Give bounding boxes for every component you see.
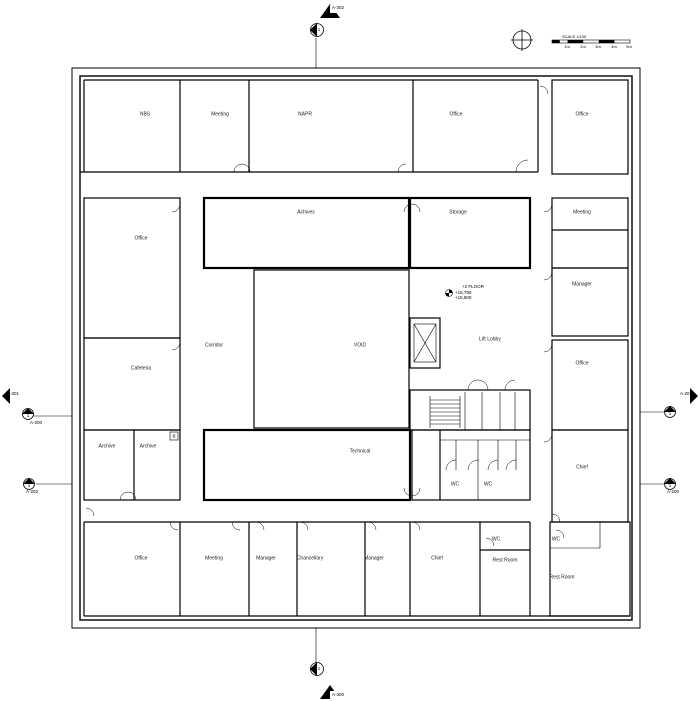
room-label-manager-bottom-2: Manager xyxy=(364,555,384,561)
section-marker-left-upper: A-301 1 A-200 xyxy=(2,388,72,425)
section-right-upper-number: 1 xyxy=(669,411,672,416)
room-label-nbs: NBS xyxy=(140,111,151,117)
building-outline-outer xyxy=(71,67,641,629)
room-label-office-right: Office xyxy=(576,360,589,366)
room-label-wc-right: WC xyxy=(552,536,561,542)
toilet-block xyxy=(439,430,530,500)
room-label-wc-rest: WC xyxy=(492,536,501,542)
scale-title: SCALE 1/100 xyxy=(562,34,587,39)
section-marker-bottom: 1 A-300 xyxy=(310,628,344,699)
room-label-chancellery: Chancellary xyxy=(297,555,324,561)
room-label-wc-2: WC xyxy=(484,481,493,487)
scale-tick-3: 3m xyxy=(595,44,601,49)
scale-tick-2: 2m xyxy=(580,44,586,49)
scale-bar: SCALE 1/100 1m 2m 3m 4m 5m xyxy=(551,34,632,49)
section-right-upper-sheet: A-201 xyxy=(680,391,693,396)
section-top-number: 1 xyxy=(318,27,321,32)
room-label-office-bottom: Office xyxy=(135,555,148,561)
level-elevation-1: +15,790 xyxy=(455,290,472,295)
scale-tick-5: 5m xyxy=(626,44,632,49)
room-label-archive-1: Archive xyxy=(99,443,116,449)
scale-tick-1: 1m xyxy=(564,44,570,49)
room-label-archives: Achives xyxy=(297,209,315,215)
level-elevation-2: +15,800 xyxy=(455,295,472,300)
section-right-lower-number: 1 xyxy=(669,483,672,488)
room-label-wc-1: WC xyxy=(451,481,460,487)
room-label-lift-lobby: Lift Lobby xyxy=(479,336,501,342)
room-tag: B xyxy=(172,434,175,439)
room-label-office-top-right: Office xyxy=(576,111,589,117)
room-label-meeting-right: Meeting xyxy=(573,209,591,215)
room-label-manager-right: Manager xyxy=(572,281,592,287)
elevator-shaft xyxy=(409,317,441,369)
section-marker-top: A-302 1 xyxy=(310,4,344,68)
section-marker-right-upper: 1 A-201 xyxy=(640,388,698,418)
room-label-chief-right: Chief xyxy=(576,464,588,470)
section-top-sheet: A-302 xyxy=(332,5,345,10)
section-left-upper-number: 1 xyxy=(27,413,30,418)
room-tag-box xyxy=(169,431,179,441)
section-marker-right-lower: 1 A-200 xyxy=(640,478,679,494)
right-room-column xyxy=(551,197,629,523)
room-label-meeting-bottom: Meeting xyxy=(205,555,223,561)
room-label-storage: Storage xyxy=(449,209,467,215)
room-label-rest-room-1: Rest Room xyxy=(492,557,517,563)
room-label-technical: Technical xyxy=(350,448,371,454)
room-label-cafeteria: Cafeteria xyxy=(131,365,152,371)
level-name: +2 FLOOR xyxy=(462,284,485,289)
section-left-lower-sheet: A-202 xyxy=(26,489,39,494)
room-labels: NBS Meeting NAPR Office Office Achives S… xyxy=(99,111,593,580)
central-core xyxy=(202,196,532,502)
room-label-archive-2: Archive xyxy=(140,443,157,449)
section-left-upper-sheet: A-301 xyxy=(7,391,20,396)
room-label-chief-bottom: Chief xyxy=(431,555,443,561)
section-bottom-sheet: A-300 xyxy=(332,692,345,697)
section-left-upper-sub-sheet: A-200 xyxy=(30,420,43,425)
north-arrow-icon xyxy=(511,29,533,51)
room-label-void: VOID xyxy=(354,342,367,348)
bottom-room-row xyxy=(83,521,631,617)
room-label-meeting-top: Meeting xyxy=(211,111,229,117)
level-marker: +2 FLOOR +15,790 +15,800 xyxy=(445,284,485,300)
room-label-napr: NAPR xyxy=(298,111,312,117)
room-label-office-top: Office xyxy=(450,111,463,117)
room-label-office-left: Office xyxy=(135,235,148,241)
top-room-row xyxy=(80,79,629,175)
section-left-lower-number: 1 xyxy=(28,483,31,488)
building-outline-inner xyxy=(79,75,633,621)
section-bottom-number: 1 xyxy=(318,666,321,671)
section-right-lower-sheet: A-200 xyxy=(667,489,680,494)
left-room-column xyxy=(83,197,181,501)
room-label-manager-bottom-1: Manager xyxy=(256,555,276,561)
scale-tick-4: 4m xyxy=(611,44,617,49)
staircase xyxy=(409,389,531,431)
room-label-rest-room-2: Rest Room xyxy=(549,574,574,580)
room-label-corridor: Corridor xyxy=(205,342,223,348)
section-marker-left-lower: 1 A-202 xyxy=(23,478,72,494)
